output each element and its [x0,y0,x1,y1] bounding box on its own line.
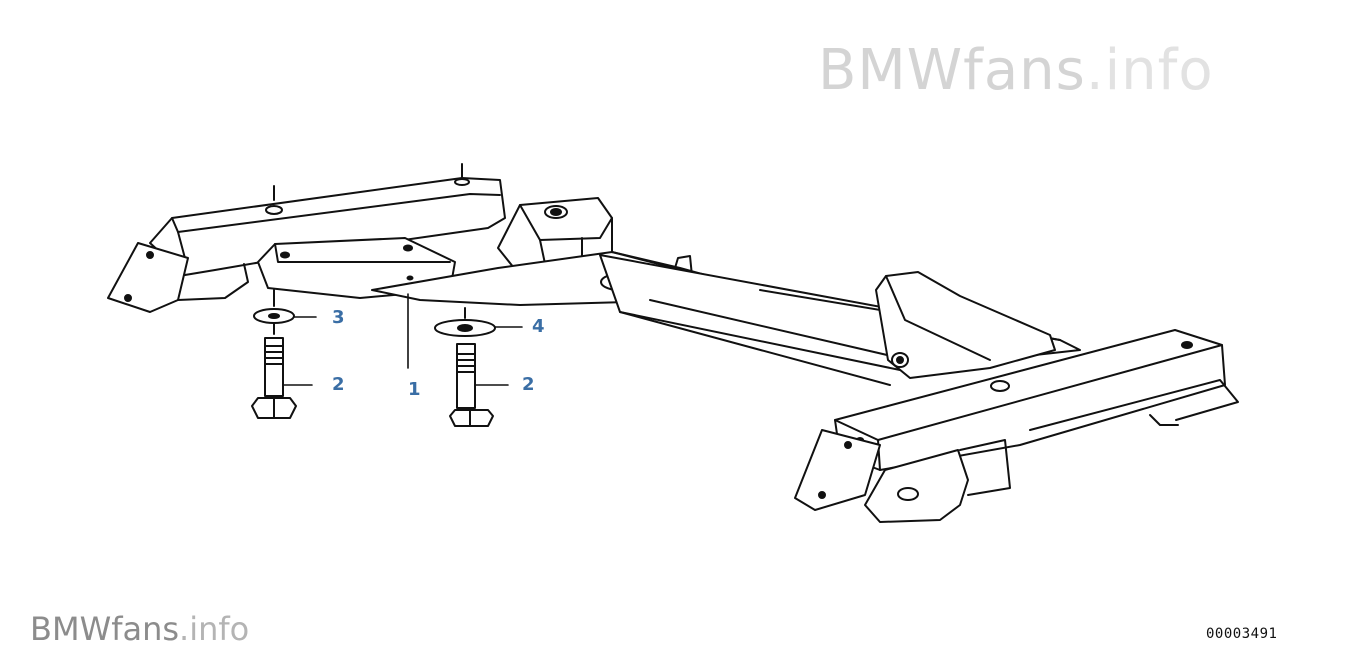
diagram-id: 00003491 [1206,626,1278,642]
leader-lines [282,293,523,386]
callout-1: 1 [408,379,421,400]
callout-3: 3 [332,307,345,328]
left-mount-pad [257,237,456,299]
watermark-top-suffix: .info [1085,38,1214,103]
watermark-top-brand: BMWfans [818,38,1086,103]
watermark-bottom: BMWfans.info [30,610,249,648]
right-fastener-set [434,307,496,427]
watermark-bottom-suffix: .info [179,610,250,648]
right-side-member [794,329,1239,523]
callout-4: 4 [532,316,545,337]
callout-2-right: 2 [522,374,535,395]
watermark-bottom-brand: BMWfans [30,610,180,648]
left-fastener-set [251,289,297,419]
right-spring-tower [875,271,1056,379]
left-side-member [107,163,506,313]
watermark-top: BMWfans.info [818,38,1214,103]
callout-2-left: 2 [332,374,345,395]
